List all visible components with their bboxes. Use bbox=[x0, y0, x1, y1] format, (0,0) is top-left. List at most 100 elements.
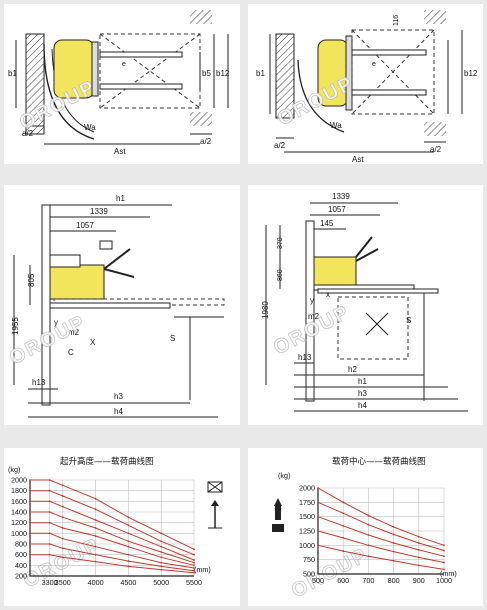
label-h3: h3 bbox=[114, 392, 123, 401]
x-tick-label: 900 bbox=[413, 576, 425, 585]
label-1955: 1955 bbox=[11, 317, 20, 335]
data-point bbox=[160, 561, 163, 564]
top-view-panel-right: 116 b1 b12 e Wa Ast a/2 a/2 OROUP bbox=[248, 4, 483, 164]
data-point bbox=[29, 553, 31, 556]
data-point bbox=[193, 571, 195, 574]
data-point bbox=[29, 521, 31, 524]
data-point bbox=[48, 553, 51, 556]
data-point bbox=[392, 526, 395, 528]
x-tick-label: 3500 bbox=[55, 578, 71, 587]
data-point bbox=[127, 545, 130, 548]
data-point bbox=[127, 532, 130, 535]
data-point bbox=[317, 530, 319, 532]
label-1339: 1339 bbox=[332, 192, 350, 201]
data-point bbox=[417, 542, 420, 544]
y-tick-label: 750 bbox=[303, 555, 315, 564]
data-point bbox=[127, 560, 130, 562]
data-point bbox=[94, 560, 97, 563]
data-point bbox=[94, 497, 97, 500]
data-point bbox=[417, 549, 420, 551]
chart-title: 起升高度——载荷曲线图 bbox=[60, 456, 154, 467]
label-y: y bbox=[54, 318, 58, 327]
x-unit: (mm) bbox=[440, 569, 457, 578]
label-wa: Wa bbox=[84, 123, 96, 132]
truck-body bbox=[313, 256, 357, 286]
chart-title: 载荷中心——载荷曲线图 bbox=[332, 456, 426, 467]
top-view-panel-left: b1 b5 b12 e Wa Ast a/2 a/2 OROUP bbox=[4, 4, 240, 164]
y-unit: (kg) bbox=[278, 471, 290, 480]
data-point bbox=[443, 549, 445, 552]
data-point bbox=[392, 550, 395, 553]
data-point bbox=[342, 524, 345, 527]
x-tick-label: 4500 bbox=[120, 578, 136, 587]
data-point bbox=[48, 500, 51, 503]
y-tick-label: 1000 bbox=[11, 529, 27, 538]
label-ast: Ast bbox=[352, 155, 364, 164]
data-point bbox=[193, 569, 195, 572]
y-unit: (kg) bbox=[8, 465, 20, 474]
label-y: y bbox=[310, 296, 314, 305]
label-a2-right: a/2 bbox=[200, 137, 212, 146]
data-point bbox=[193, 548, 195, 551]
label-h4: h4 bbox=[358, 401, 367, 410]
y-tick-label: 600 bbox=[15, 550, 27, 559]
x-tick-label: 1000 bbox=[436, 576, 452, 585]
wall-hatch-left bbox=[275, 33, 295, 119]
data-point bbox=[160, 556, 163, 559]
label-ast: Ast bbox=[114, 147, 126, 156]
side-view-panel-right: 1339 1057 145 370 860 1980 y x m2 S h13 … bbox=[248, 185, 483, 425]
wall-hatch-left bbox=[25, 33, 45, 135]
y-tick-label: 1600 bbox=[11, 497, 27, 506]
data-point bbox=[417, 535, 420, 538]
data-point bbox=[317, 515, 319, 518]
label-h2: h2 bbox=[348, 365, 357, 374]
data-point bbox=[127, 553, 130, 556]
wall-hatch-top-right bbox=[190, 10, 212, 24]
x-tick-label: 600 bbox=[337, 576, 349, 585]
label-a2-left: a/2 bbox=[274, 141, 286, 150]
data-point bbox=[29, 479, 31, 481]
label-s: S bbox=[406, 316, 411, 325]
data-point bbox=[127, 516, 130, 519]
data-point bbox=[48, 489, 51, 492]
y-tick-label: 1800 bbox=[11, 486, 27, 495]
label-m2: m2 bbox=[308, 312, 320, 321]
label-s: S bbox=[170, 334, 175, 343]
data-point bbox=[392, 542, 395, 544]
data-point bbox=[61, 537, 64, 540]
label-c: C bbox=[68, 348, 74, 357]
data-point bbox=[48, 521, 51, 524]
data-point bbox=[94, 527, 97, 529]
load-center-load-chart: 载荷中心——载荷曲线图 (kg) (mm) OROUP 500750100012… bbox=[272, 456, 457, 603]
data-point bbox=[61, 547, 64, 550]
data-point bbox=[193, 553, 195, 556]
data-point bbox=[48, 543, 51, 545]
lift-arrow-icon bbox=[208, 500, 222, 529]
label-h13: h13 bbox=[32, 378, 46, 387]
box-icon bbox=[207, 481, 223, 493]
data-point bbox=[417, 564, 420, 567]
label-h13: h13 bbox=[298, 353, 312, 362]
data-point bbox=[94, 519, 97, 521]
label-e: e bbox=[372, 61, 376, 68]
label-b1: b1 bbox=[8, 69, 17, 78]
data-point bbox=[342, 550, 345, 552]
data-point bbox=[29, 511, 31, 513]
label-370: 370 bbox=[277, 237, 284, 249]
label-145: 145 bbox=[320, 219, 334, 228]
data-point bbox=[160, 551, 163, 553]
data-point bbox=[61, 516, 64, 519]
data-point bbox=[94, 553, 97, 556]
truck-body bbox=[49, 264, 105, 300]
data-point bbox=[367, 534, 370, 536]
y-tick-label: 1750 bbox=[299, 498, 315, 507]
box-icon bbox=[272, 524, 284, 532]
label-1339: 1339 bbox=[90, 207, 108, 216]
label-x: x bbox=[326, 290, 330, 299]
plot-area: 2004006008001000120014001600180020003300… bbox=[11, 476, 202, 588]
label-a2-left: a/2 bbox=[22, 129, 34, 138]
data-point bbox=[317, 487, 319, 489]
data-point bbox=[193, 561, 195, 564]
data-point bbox=[317, 544, 319, 547]
y-tick-label: 200 bbox=[15, 572, 27, 581]
